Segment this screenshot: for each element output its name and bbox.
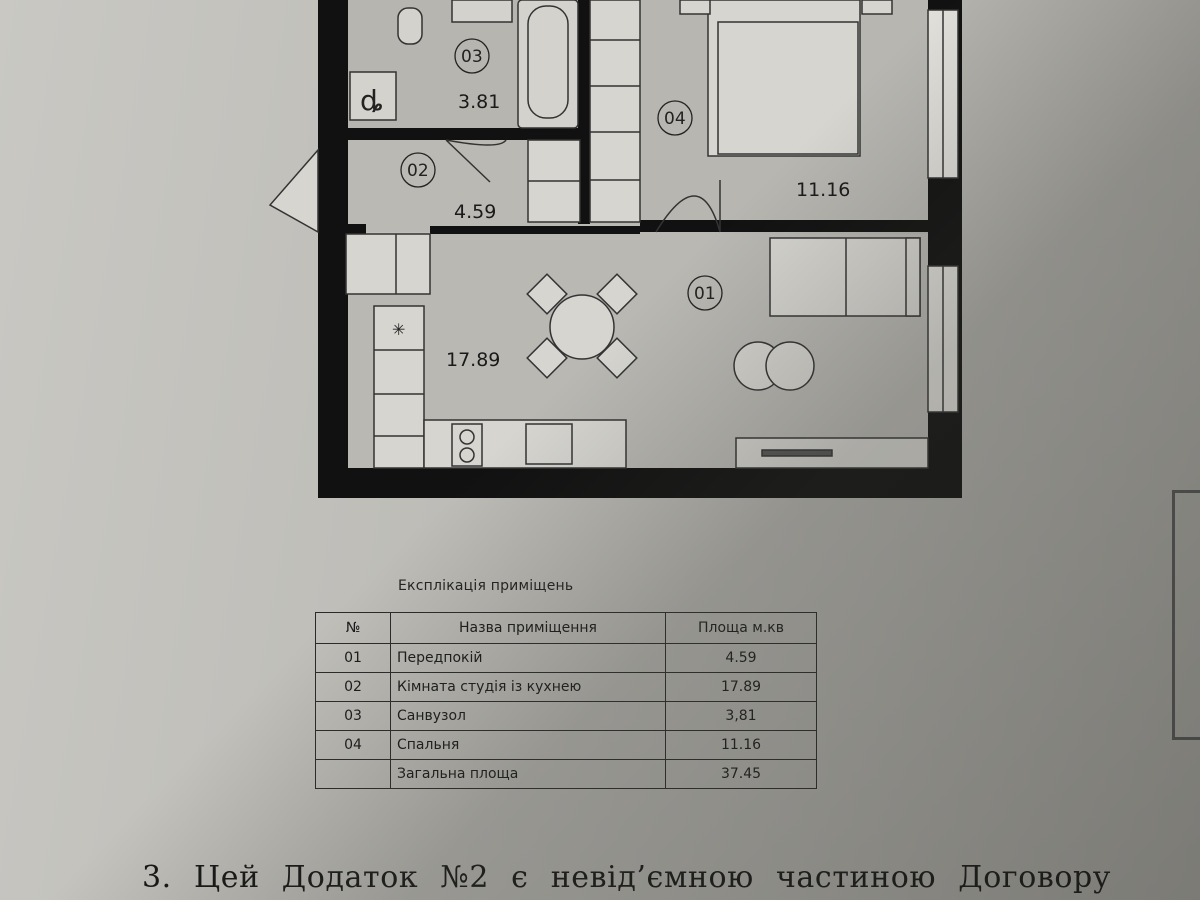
coffee-tables: [733, 341, 815, 391]
row-name: Спальня: [390, 730, 666, 760]
bed: [679, 0, 893, 157]
room-labels: [400, 38, 723, 311]
header-area: Площа м.кв: [665, 612, 817, 644]
explication-table: № Назва приміщення Площа м.кв 01 Передпо…: [315, 612, 817, 789]
row-area: 17.89: [665, 672, 817, 702]
table-row: 02 Кімната студія із кухнею 17.89: [315, 672, 817, 702]
dining-set: [526, 273, 638, 379]
explication-title: Експлікація приміщень: [398, 578, 574, 594]
windows: [927, 9, 959, 413]
room-03-number: 03: [461, 47, 483, 67]
table-total-row: Загальна площа 37.45: [315, 759, 817, 789]
entrance-door: [268, 148, 319, 234]
room-01-area: 17.89: [446, 349, 500, 371]
svg-text:✳: ✳: [392, 320, 405, 339]
tv-unit: [735, 437, 929, 469]
sofa: [769, 237, 921, 317]
interior-walls: [346, 0, 930, 234]
room-04-number: 04: [664, 109, 686, 129]
hallway-furniture: [345, 0, 641, 295]
row-name: Передпокій: [390, 643, 666, 673]
table-row: 04 Спальня 11.16: [315, 730, 817, 760]
total-num: [315, 759, 391, 789]
header-num: №: [315, 612, 391, 644]
table-row: 01 Передпокій 4.59: [315, 643, 817, 673]
row-area: 11.16: [665, 730, 817, 760]
contract-clause: 3. Цей Додаток №2 є невід’ємною частиною…: [142, 860, 1112, 895]
room-02-area: 4.59: [454, 201, 496, 223]
row-area: 4.59: [665, 643, 817, 673]
room-03-area: 3.81: [458, 91, 500, 113]
room-01-number: 01: [694, 284, 716, 304]
row-num: 04: [315, 730, 391, 760]
adjacent-page-edge: [1172, 490, 1200, 740]
bedroom-door: [655, 180, 721, 233]
row-num: 02: [315, 672, 391, 702]
total-name: Загальна площа: [390, 759, 666, 789]
room-04-area: 11.16: [796, 179, 850, 201]
row-num: 03: [315, 701, 391, 731]
row-area: 3,81: [665, 701, 817, 731]
bathroom-door: [445, 139, 507, 183]
svg-text:ȡ: ȡ: [360, 84, 383, 117]
row-num: 01: [315, 643, 391, 673]
row-name: Кімната студія із кухнею: [390, 672, 666, 702]
table-row: 03 Санвузол 3,81: [315, 701, 817, 731]
total-area: 37.45: [665, 759, 817, 789]
row-name: Санвузол: [390, 701, 666, 731]
kitchen: ✳: [373, 305, 627, 469]
bathroom-fixtures: ȡ: [349, 0, 579, 129]
header-name: Назва приміщення: [390, 612, 666, 644]
room-02-number: 02: [407, 161, 429, 181]
table-header-row: № Назва приміщення Площа м.кв: [315, 612, 817, 644]
